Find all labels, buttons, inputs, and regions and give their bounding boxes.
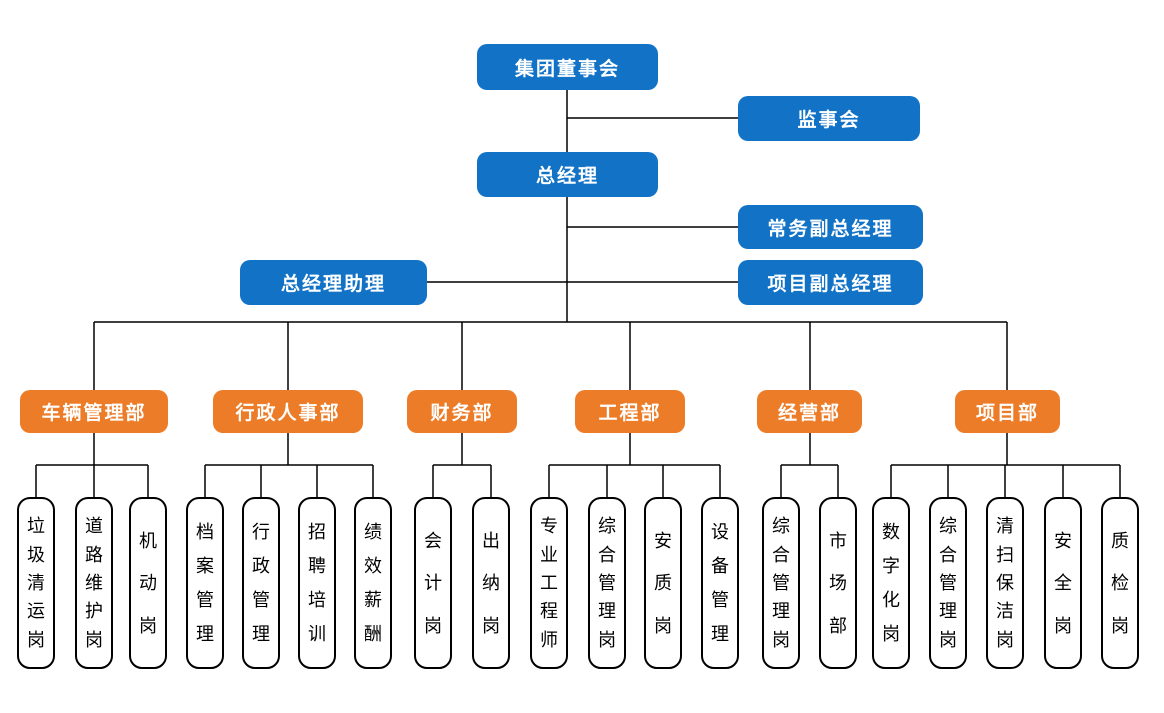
post-eng-general-management: 综合管理岗 — [588, 497, 626, 669]
dept-admin-hr: 行政人事部 — [213, 390, 363, 433]
post-recruitment-training: 招聘培训 — [298, 497, 336, 669]
post-proj-general-management: 综合管理岗 — [929, 497, 967, 669]
dept-vehicle-management: 车辆管理部 — [20, 390, 168, 433]
node-executive-deputy-gm: 常务副总经理 — [738, 205, 923, 249]
post-cleaning: 清扫保洁岗 — [986, 497, 1024, 669]
dept-finance: 财务部 — [407, 390, 517, 433]
post-cashier: 出纳岗 — [472, 497, 510, 669]
dept-operations: 经营部 — [757, 390, 862, 433]
post-admin-management: 行政管理 — [242, 497, 280, 669]
post-accounting: 会计岗 — [414, 497, 452, 669]
node-supervisory-board: 监事会 — [738, 96, 920, 141]
post-garbage-clearing: 垃圾清运岗 — [17, 497, 55, 669]
post-road-maintenance: 道路维护岗 — [75, 497, 113, 669]
post-quality-inspection: 质检岗 — [1101, 497, 1139, 669]
node-gm-assistant: 总经理助理 — [240, 260, 427, 305]
post-digitalization: 数字化岗 — [872, 497, 910, 669]
post-archive-management: 档案管理 — [186, 497, 224, 669]
post-ops-general-management: 综合管理岗 — [762, 497, 800, 669]
post-market: 市场部 — [819, 497, 857, 669]
post-professional-engineer: 专业工程师 — [530, 497, 568, 669]
node-board-of-directors: 集团董事会 — [477, 44, 658, 90]
post-safety: 安全岗 — [1044, 497, 1082, 669]
node-general-manager: 总经理 — [477, 152, 658, 197]
post-performance-compensation: 绩效薪酬 — [354, 497, 392, 669]
post-safety-quality: 安质岗 — [644, 497, 682, 669]
node-project-deputy-gm: 项目副总经理 — [738, 260, 923, 305]
dept-project: 项目部 — [955, 390, 1060, 433]
post-mobile: 机动岗 — [129, 497, 167, 669]
dept-engineering: 工程部 — [575, 390, 685, 433]
post-equipment-management: 设备管理 — [701, 497, 739, 669]
